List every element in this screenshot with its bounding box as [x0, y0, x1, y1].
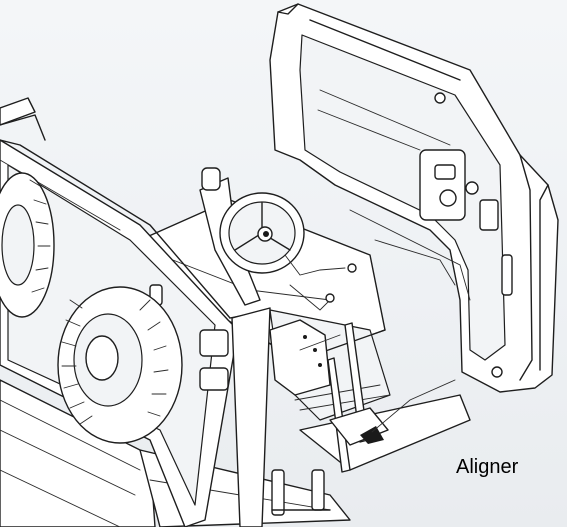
seat-box [139, 199, 391, 421]
tow-hitch [271, 469, 331, 516]
steering-wheel [199, 167, 357, 311]
rear-tire [0, 172, 55, 318]
aligner-callout-label: Aligner [456, 456, 519, 478]
front-tire [57, 286, 183, 444]
cab-frame [269, 3, 559, 393]
aligner-rod [299, 322, 389, 473]
callout-leader [371, 379, 456, 433]
